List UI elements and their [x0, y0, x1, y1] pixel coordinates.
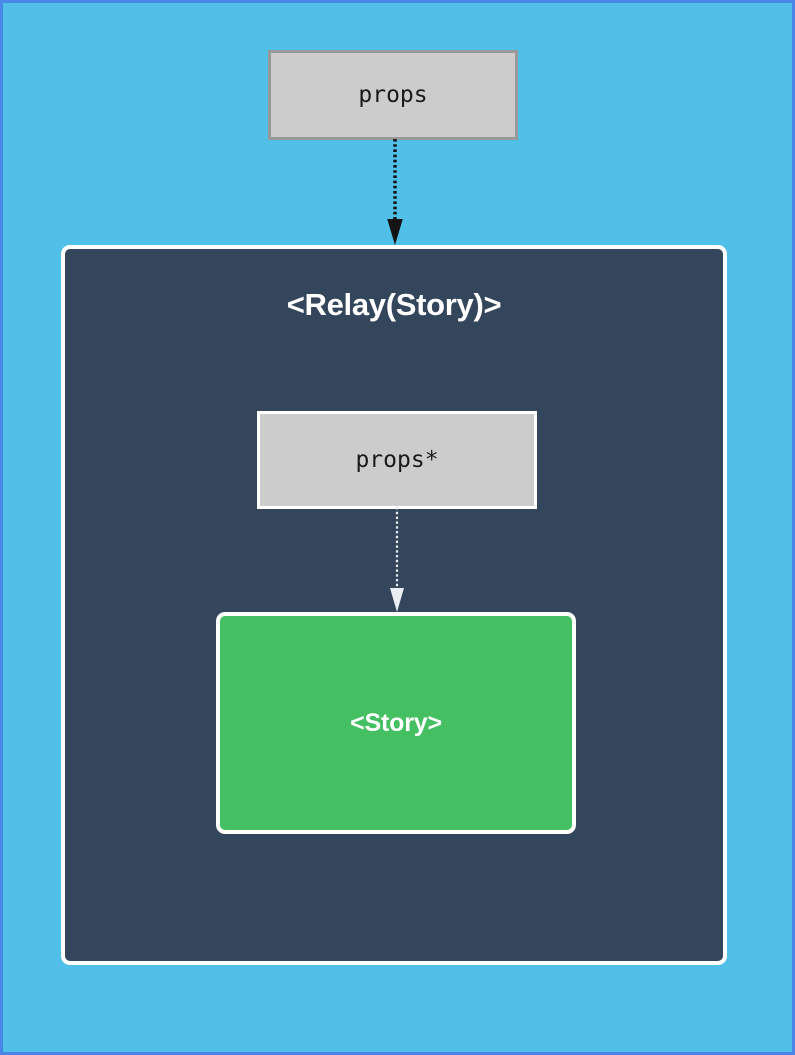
props-node[interactable]: props	[268, 50, 518, 140]
props-node-label: props	[358, 82, 428, 108]
story-component-label: <Story>	[350, 708, 442, 737]
props-to-relay-arrow-icon	[387, 139, 403, 245]
props-star-node-label: props*	[355, 447, 439, 473]
props-star-node[interactable]: props*	[257, 411, 537, 509]
story-component-node[interactable]: <Story>	[216, 612, 576, 834]
relay-story-container[interactable]: <Relay(Story)> props* <Story>	[61, 245, 727, 965]
props-star-to-story-arrow-icon	[390, 507, 404, 612]
relay-story-title: <Relay(Story)>	[286, 287, 502, 322]
